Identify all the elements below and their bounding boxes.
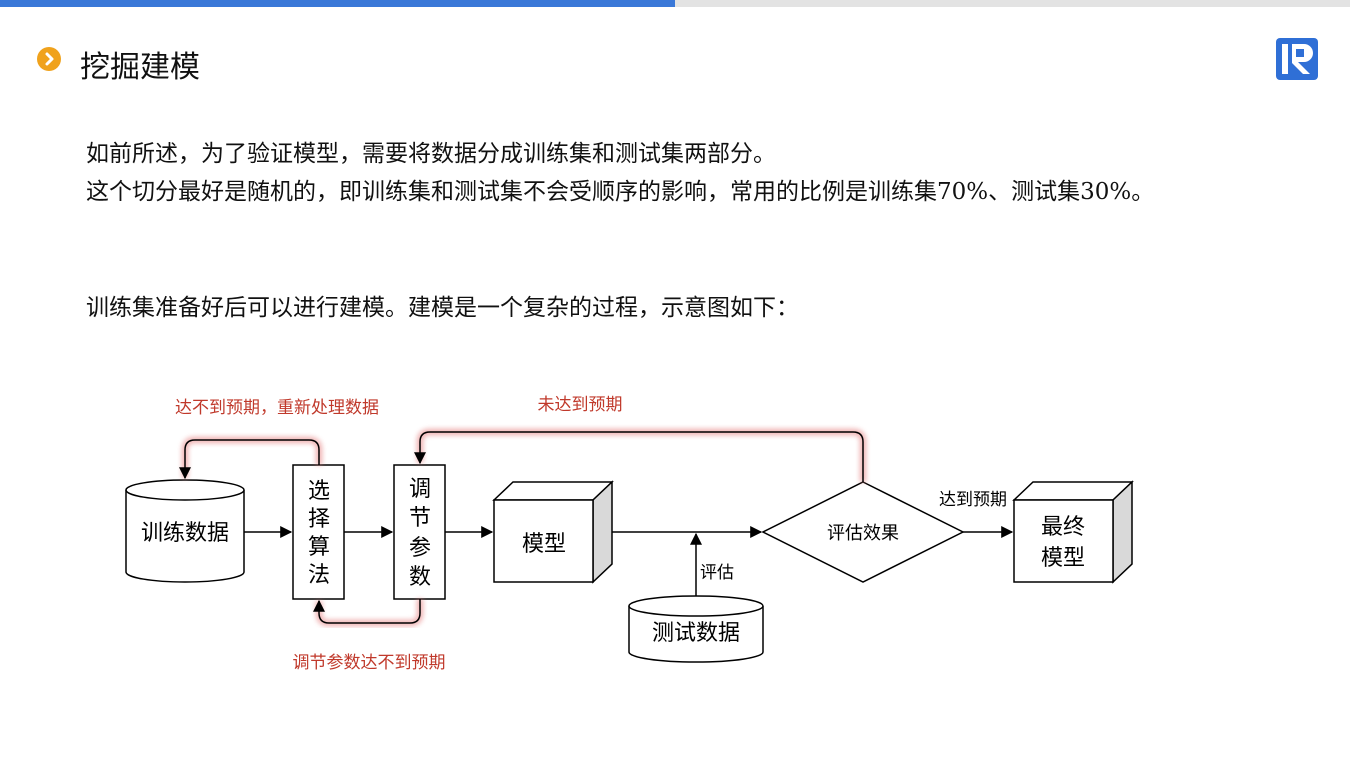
assess-label: 评估 [700, 563, 734, 583]
model-box: 模型 [492, 480, 614, 584]
select-algorithm-box: 选 择 算 法 [292, 464, 345, 600]
test-data-label: 测试数据 [652, 621, 740, 646]
select-algo-char-2: 择 [308, 507, 330, 532]
intro-paragraph-2: 这个切分最好是随机的，即训练集和测试集不会受顺序的影响，常用的比例是训练集70%… [86, 179, 1155, 205]
model-label: 模型 [522, 532, 566, 557]
select-algo-char-1: 选 [308, 479, 330, 504]
evaluate-label: 评估效果 [827, 523, 899, 544]
select-algo-char-4: 法 [308, 563, 330, 588]
top-accent-bar [0, 0, 675, 7]
reach-expectation-label: 达到预期 [939, 490, 1007, 510]
tune-char-3: 参 [409, 536, 431, 561]
select-algo-char-3: 算 [308, 535, 330, 560]
training-data-label: 训练数据 [141, 521, 229, 546]
top-bar-track [675, 0, 1350, 7]
loop-reprocess-label: 达不到预期，重新处理数据 [175, 398, 379, 418]
loop-tune-not-reached [313, 599, 424, 627]
loop-not-reached-label: 未达到预期 [538, 395, 623, 415]
evaluate-diamond: 评估效果 [761, 481, 965, 583]
page-title: 挖掘建模 [80, 50, 200, 85]
brand-logo-icon [1276, 38, 1318, 80]
tune-parameters-box: 调 节 参 数 [393, 464, 446, 600]
loop-tune-label: 调节参数达不到预期 [293, 653, 446, 673]
intro-paragraph-3: 训练集准备好后可以进行建模。建模是一个复杂的过程，示意图如下： [86, 295, 799, 321]
tune-char-2: 节 [409, 506, 431, 531]
tune-char-4: 数 [409, 565, 431, 590]
tune-char-1: 调 [409, 477, 431, 502]
loop-not-reached [414, 428, 867, 482]
training-data-cylinder: 训练数据 [125, 479, 245, 583]
final-model-label-1: 最终 [1041, 515, 1085, 540]
test-data-cylinder: 测试数据 [628, 595, 764, 663]
intro-paragraph-1: 如前所述，为了验证模型，需要将数据分成训练集和测试集两部分。 [86, 141, 776, 167]
final-model-box: 最终 模型 [1012, 480, 1134, 584]
loop-reprocess-data [179, 436, 323, 480]
chevron-right-icon [37, 47, 61, 71]
final-model-label-2: 模型 [1041, 546, 1085, 571]
